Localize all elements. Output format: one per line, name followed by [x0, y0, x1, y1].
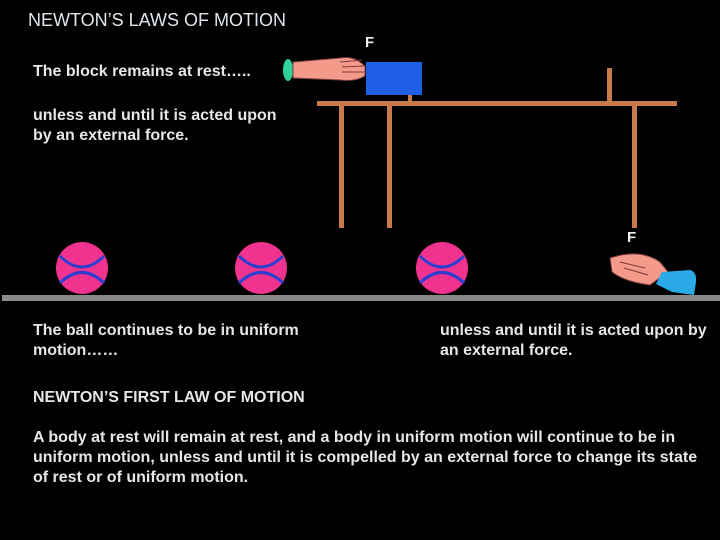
hand-pushing-icon [283, 57, 366, 81]
page-title: NEWTON’S LAWS OF MOTION [28, 10, 287, 30]
table-leg [339, 106, 344, 228]
table-leg [632, 106, 637, 228]
force-label: F [627, 229, 637, 246]
force-label: F [365, 34, 375, 51]
law-statement: A body at rest will remain at rest, and … [33, 429, 698, 486]
block-at-rest-text: The block remains at rest….. [33, 63, 251, 80]
table-leg [607, 68, 612, 101]
ball [416, 242, 468, 294]
table-top [317, 101, 677, 106]
external-force-text: unless and until it is acted upon by an … [440, 322, 707, 359]
ball [56, 242, 108, 294]
external-force-text: unless and until it is acted upon by an … [33, 107, 277, 144]
floor [2, 295, 720, 301]
table-leg [387, 106, 392, 228]
ball [235, 242, 287, 294]
ball-motion-text: The ball continues to be in uniform moti… [33, 322, 299, 359]
hand-pushing-ball-icon [609, 253, 697, 295]
law-title: NEWTON’S FIRST LAW OF MOTION [33, 389, 305, 406]
block [366, 62, 422, 95]
